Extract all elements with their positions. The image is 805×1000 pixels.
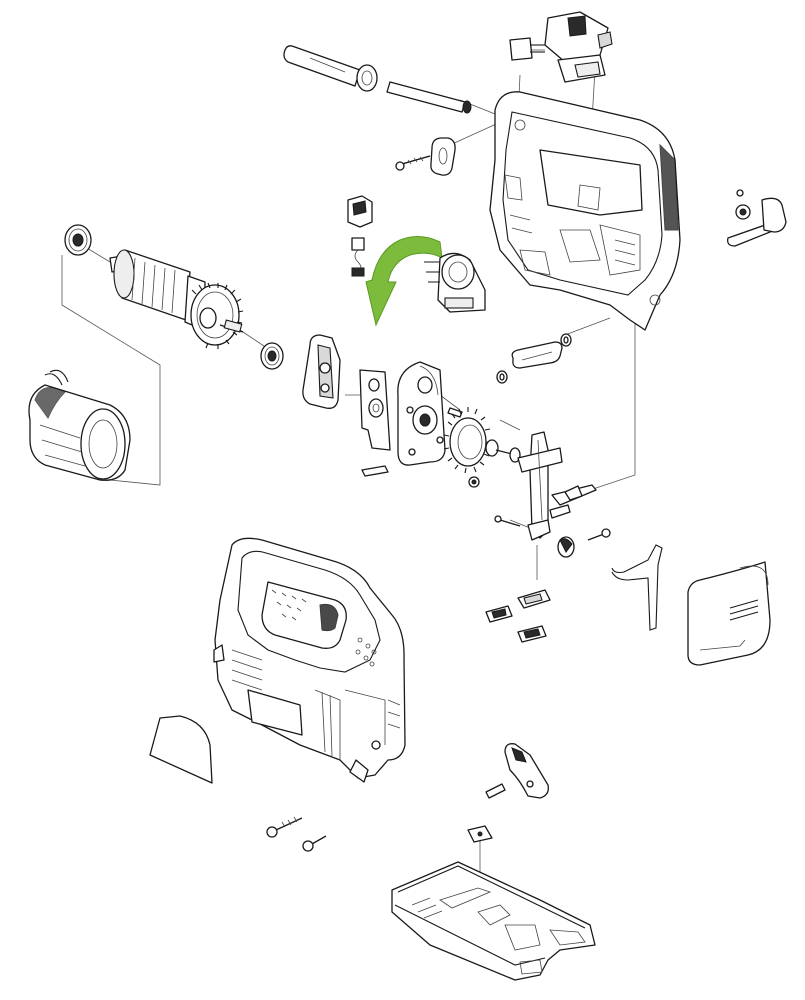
long-screw bbox=[266, 816, 303, 838]
slotted-plate bbox=[359, 369, 391, 451]
cable-sleeve bbox=[283, 45, 378, 92]
nameplate-label bbox=[149, 715, 213, 784]
clamp-screw bbox=[395, 155, 431, 171]
o-ring-2 bbox=[496, 370, 508, 384]
small-spacer bbox=[361, 465, 389, 477]
brush-holder bbox=[347, 195, 373, 228]
rear-bearing bbox=[260, 342, 284, 370]
switch-assembly bbox=[544, 11, 613, 83]
pad-left bbox=[485, 605, 513, 623]
pad-lower bbox=[517, 625, 547, 643]
speed-control-knob bbox=[727, 189, 787, 247]
short-screw bbox=[302, 835, 327, 852]
bevel-lock-lever bbox=[504, 743, 549, 799]
guide-roller-support bbox=[549, 484, 597, 519]
pin bbox=[447, 407, 463, 418]
rotate-arrow-icon bbox=[365, 236, 443, 327]
power-cable bbox=[386, 81, 472, 114]
left-housing-half bbox=[213, 537, 406, 783]
bearing-holder-plate bbox=[302, 334, 341, 409]
guide-roller bbox=[557, 536, 575, 558]
armature bbox=[109, 249, 244, 349]
square-nut bbox=[467, 825, 493, 843]
fan-baffle bbox=[424, 252, 486, 313]
blade-plunger bbox=[517, 431, 563, 541]
o-ring-1 bbox=[560, 333, 572, 347]
rear-cover bbox=[687, 561, 771, 666]
wire-spring bbox=[611, 544, 663, 631]
plunger-screw bbox=[494, 515, 521, 527]
capacitor bbox=[509, 37, 545, 61]
main-gear bbox=[443, 407, 521, 488]
carbon-brush bbox=[351, 237, 365, 277]
roller-screw bbox=[587, 528, 611, 541]
right-housing-half bbox=[489, 91, 681, 331]
cable-clamp bbox=[430, 137, 456, 176]
pad-upper bbox=[517, 589, 551, 609]
front-bearing bbox=[64, 224, 92, 256]
plunger-guide bbox=[511, 341, 563, 369]
gear-housing-plate bbox=[397, 361, 446, 466]
field-stator bbox=[28, 369, 131, 481]
base-plate bbox=[391, 861, 596, 981]
lever-pin bbox=[485, 783, 506, 799]
